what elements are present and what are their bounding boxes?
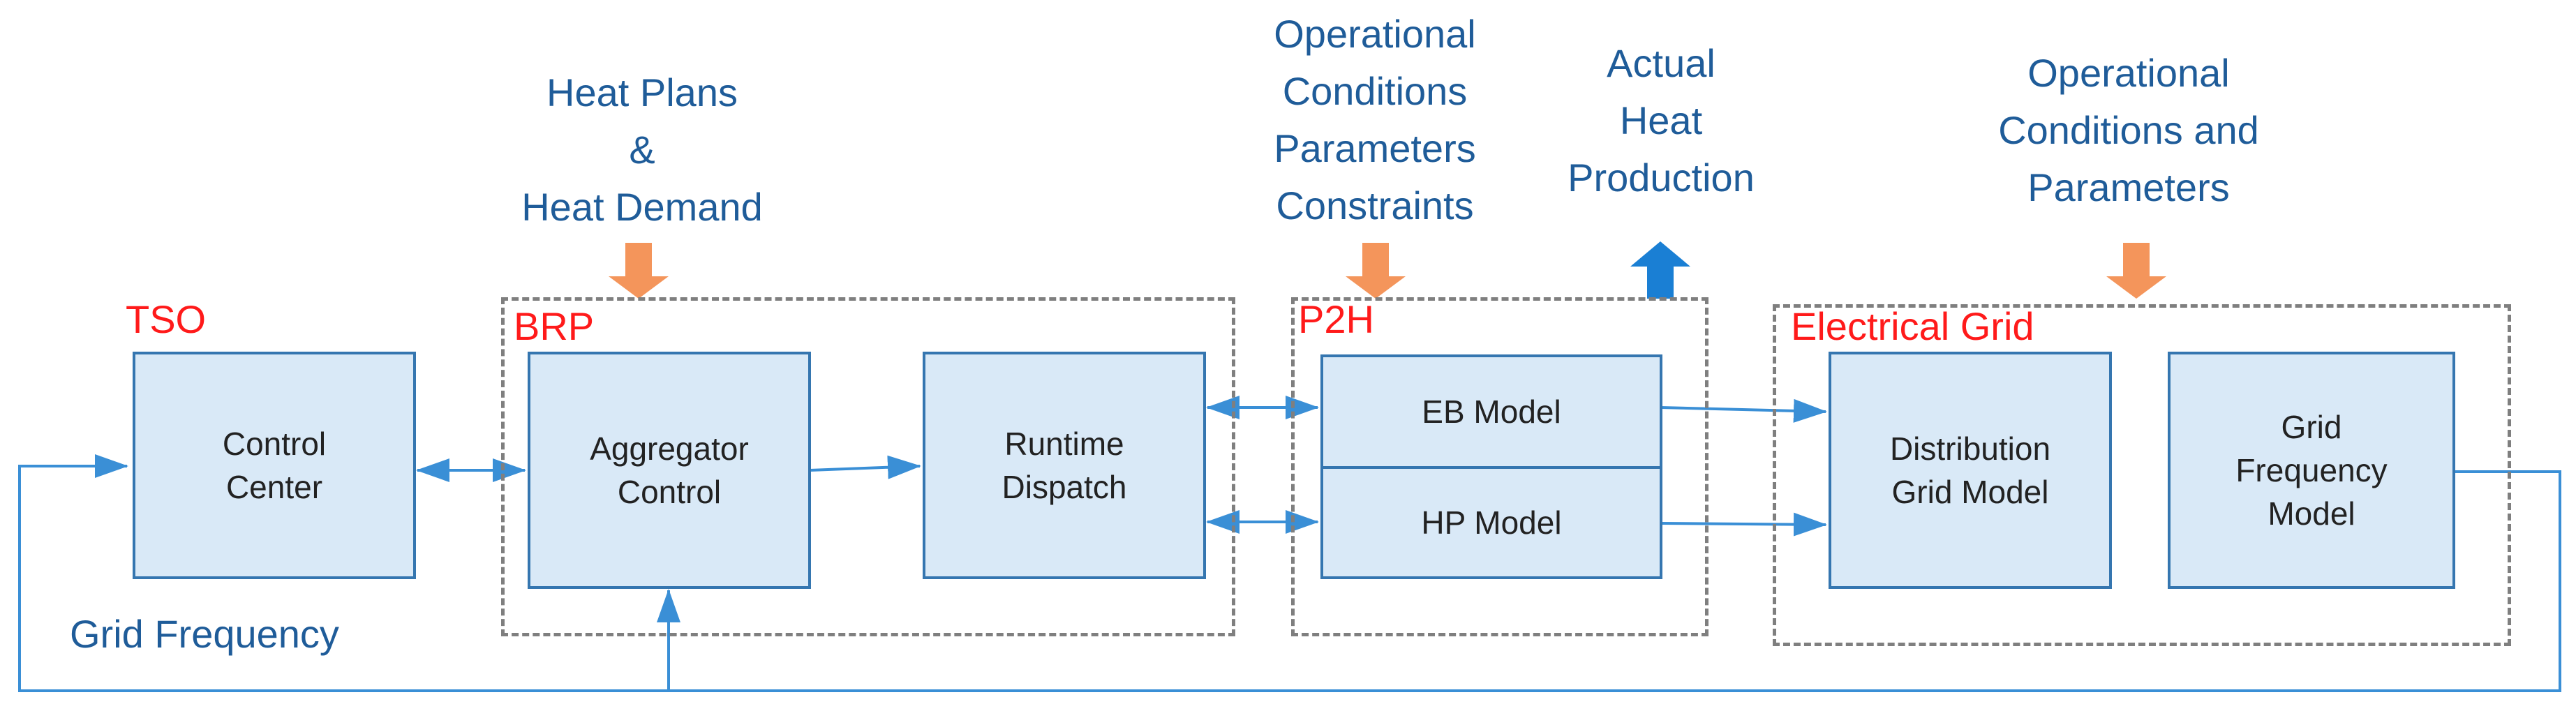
heat-plans-input-arrow [609, 243, 669, 299]
grid-frequency-model-block: Grid Frequency Model [2168, 352, 2455, 589]
hp-model-block: HP Model [1320, 466, 1662, 579]
actual-heat-output-arrow [1630, 241, 1690, 299]
electrical-grid-group-border [1773, 304, 2511, 646]
aggregator-control-block: Aggregator Control [528, 352, 811, 589]
brp-group-border [501, 297, 1235, 636]
tso-label: TSO [126, 297, 207, 341]
p2h-label: P2H [1298, 297, 1374, 341]
electrical-grid-label: Electrical Grid [1791, 304, 2034, 348]
heat-plans-text: Heat Plans & Heat Demand [521, 70, 763, 229]
grid-conditions-input-arrow [2106, 243, 2166, 299]
control-center-block: Control Center [133, 352, 416, 579]
p2h-conditions-text: Operational Conditions Parameters Constr… [1274, 12, 1476, 227]
runtime-dispatch-block: Runtime Dispatch [923, 352, 1206, 579]
p2h-group-border [1291, 297, 1708, 636]
aggregator-runtime-arrow [809, 455, 921, 479]
grid-frequency-label: Grid Frequency [70, 612, 339, 656]
distribution-grid-model-block: Distribution Grid Model [1829, 352, 2112, 589]
feedback-loop-line [18, 454, 2561, 692]
eb-distribution-arrow [1660, 398, 1827, 423]
p2h-conditions-input-arrow [1346, 243, 1406, 299]
eb-model-block: EB Model [1320, 354, 1662, 469]
actual-heat-text: Actual Heat Production [1568, 41, 1755, 200]
grid-conditions-text: Operational Conditions and Parameters [1998, 51, 2259, 209]
hp-distribution-arrow [1660, 512, 1827, 537]
brp-label: BRP [514, 304, 595, 348]
